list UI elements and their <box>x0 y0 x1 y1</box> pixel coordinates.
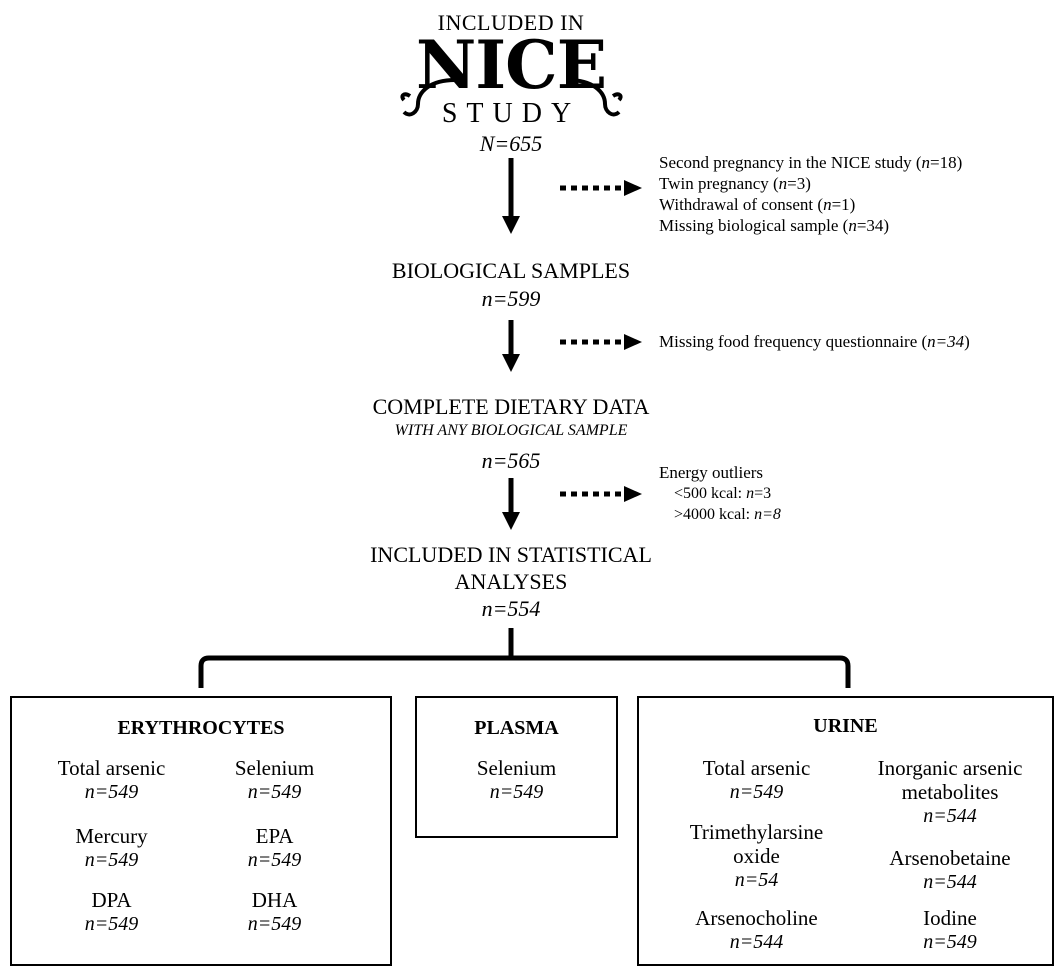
total-count: N=655 <box>479 131 543 156</box>
exclusion-item: Missing biological sample (n=34) <box>659 216 890 235</box>
down-arrow-1 <box>502 158 520 234</box>
erythrocytes-title: ERYTHROCYTES <box>117 717 285 739</box>
urine-title: URINE <box>813 715 878 737</box>
plasma-title: PLASMA <box>474 717 559 739</box>
energy-outliers-title: Energy outliers <box>659 463 764 482</box>
down-arrow-3 <box>502 478 520 530</box>
logo-bottom-text: STUDY <box>441 98 581 129</box>
vine-left-icon <box>400 78 456 117</box>
exclusion-arrow-2 <box>560 334 642 350</box>
logo-top-text: INCLUDED IN <box>437 10 585 35</box>
exclusion-list-1: Second pregnancy in the NICE study (n=18… <box>659 152 1054 236</box>
exclusion-arrow-1 <box>560 180 642 196</box>
logo-brand: NICE <box>415 26 607 104</box>
vine-right-icon <box>567 78 623 117</box>
dietary-data-label: COMPLETE DIETARY DATA <box>372 394 650 419</box>
exclusion-item-ffq: Missing food frequency questionnaire (n=… <box>659 332 970 351</box>
split-bracket <box>198 628 851 688</box>
dietary-data-sublabel: WITH ANY BIOLOGICAL SAMPLE <box>394 422 628 439</box>
exclusion-arrow-3 <box>560 486 642 502</box>
biological-samples-label: BIOLOGICAL SAMPLES <box>391 258 631 283</box>
dietary-data-count: n=565 <box>481 448 541 473</box>
energy-outlier-high: >4000 kcal: n=8 <box>674 506 781 523</box>
exclusion-item: Twin pregnancy (n=3) <box>659 174 811 193</box>
statistical-label-line1: INCLUDED IN STATISTICAL <box>370 542 652 567</box>
statistical-label-line2: ANALYSES <box>454 569 568 594</box>
exclusion-item: Second pregnancy in the NICE study (n=18… <box>659 153 963 172</box>
exclusion-item: Withdrawal of consent (n=1) <box>659 195 856 214</box>
statistical-count: n=554 <box>481 596 541 621</box>
energy-outlier-low: <500 kcal: n=3 <box>674 485 772 502</box>
biological-samples-count: n=599 <box>481 286 541 311</box>
down-arrow-2 <box>502 320 520 372</box>
